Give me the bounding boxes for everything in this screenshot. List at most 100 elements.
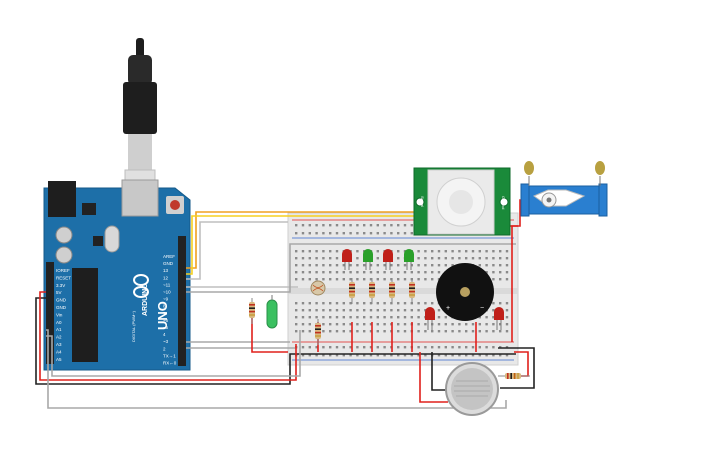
breadboard-hole — [308, 257, 311, 260]
breadboard-hole — [342, 264, 345, 267]
breadboard-hole — [403, 278, 407, 281]
breadboard-hole — [444, 250, 447, 253]
power-pin-label: A2 — [56, 335, 62, 340]
wire-pin9-gray — [186, 243, 516, 293]
breadboard-hole — [499, 257, 502, 260]
breadboard-hole — [295, 309, 298, 312]
breadboard-hole — [376, 264, 379, 267]
photoresistor — [310, 280, 326, 296]
breadboard-hole — [356, 323, 359, 326]
power-pin-label: 5V — [56, 290, 62, 295]
breadboard-hole — [390, 302, 393, 305]
breadboard-hole — [295, 250, 298, 253]
breadboard-hole — [301, 323, 305, 326]
breadboard-hole — [505, 302, 509, 305]
breadboard-hole — [329, 330, 332, 333]
breadboard-hole — [376, 250, 379, 253]
breadboard-hole — [342, 232, 345, 235]
resistor-horizontal — [498, 373, 530, 379]
breadboard-hole — [437, 316, 441, 319]
breadboard-hole — [301, 232, 305, 235]
infinity-logo-icon — [133, 274, 149, 298]
breadboard-hole — [376, 323, 379, 326]
breadboard-hole — [471, 330, 475, 333]
breadboard-hole — [322, 232, 325, 235]
resistor — [389, 278, 395, 304]
breadboard-hole — [383, 271, 386, 274]
breadboard-hole — [301, 316, 305, 319]
digital-pin-label: ~10 — [163, 290, 171, 295]
breadboard-hole — [485, 330, 488, 333]
breadboard-hole — [335, 330, 339, 333]
breadboard-hole — [335, 323, 339, 326]
breadboard-hole — [390, 224, 393, 227]
breadboard-hole — [369, 264, 373, 267]
breadboard-hole — [485, 264, 488, 267]
breadboard-hole — [397, 346, 400, 349]
breadboard-hole — [335, 302, 339, 305]
breadboard-hole — [397, 278, 400, 281]
breadboard-hole — [376, 354, 379, 357]
breadboard-hole — [492, 250, 495, 253]
breadboard-hole — [431, 271, 434, 274]
breadboard-hole — [397, 250, 400, 253]
breadboard-hole — [424, 354, 427, 357]
tilt-sensor — [266, 295, 278, 329]
breadboard-hole — [458, 250, 461, 253]
breadboard-hole — [397, 302, 400, 305]
power-pin-label: A0 — [56, 320, 62, 325]
breadboard-hole — [383, 264, 386, 267]
digital-pin-label: RX←0 — [163, 361, 177, 366]
breadboard-hole — [417, 346, 420, 349]
breadboard-hole — [471, 346, 475, 349]
breadboard-hole — [444, 330, 447, 333]
breadboard-hole — [437, 257, 441, 260]
breadboard-hole — [369, 302, 373, 305]
breadboard-hole — [417, 278, 420, 281]
breadboard-hole — [444, 257, 447, 260]
breadboard-hole — [417, 250, 420, 253]
breadboard-hole — [417, 257, 420, 260]
breadboard-hole — [478, 354, 481, 357]
breadboard-hole — [322, 257, 325, 260]
wire-right-black — [498, 347, 535, 389]
breadboard-hole — [349, 271, 352, 274]
breadboard-hole — [431, 257, 434, 260]
breadboard-hole — [403, 224, 407, 227]
breadboard-hole — [308, 264, 311, 267]
wire-gnd-black — [35, 297, 516, 385]
breadboard-hole — [492, 316, 495, 319]
breadboard-hole — [322, 323, 325, 326]
breadboard-hole — [308, 302, 311, 305]
breadboard-hole — [417, 354, 420, 357]
breadboard-hole — [505, 309, 509, 312]
breadboard-hole — [403, 316, 407, 319]
breadboard-hole — [383, 232, 386, 235]
pir-label-ground: Ground — [501, 196, 506, 209]
digital-pin-label: 2 — [163, 346, 166, 351]
breadboard-hole — [410, 232, 413, 235]
breadboard-hole — [363, 232, 366, 235]
breadboard-hole — [363, 271, 366, 274]
wires — [35, 199, 535, 409]
breadboard-hole — [451, 323, 454, 326]
breadboard-hole — [308, 354, 311, 357]
breadboard-hole — [424, 302, 427, 305]
breadboard-hole — [315, 250, 318, 253]
breadboard-hole — [397, 309, 400, 312]
breadboard-hole — [471, 250, 475, 253]
breadboard-hole — [369, 271, 373, 274]
breadboard-hole — [451, 250, 454, 253]
digital-pin-label: TX→1 — [163, 353, 176, 358]
breadboard-hole — [342, 330, 345, 333]
breadboard-hole — [471, 323, 475, 326]
breadboard-hole — [451, 346, 454, 349]
breadboard-hole — [295, 323, 298, 326]
arduino-logo-text: ARDUINO — [142, 283, 149, 316]
breadboard-hole — [315, 346, 318, 349]
breadboard-hole — [315, 278, 318, 281]
breadboard-hole — [492, 278, 495, 281]
breadboard-hole — [295, 302, 298, 305]
breadboard-hole — [295, 271, 298, 274]
breadboard-hole — [478, 346, 481, 349]
